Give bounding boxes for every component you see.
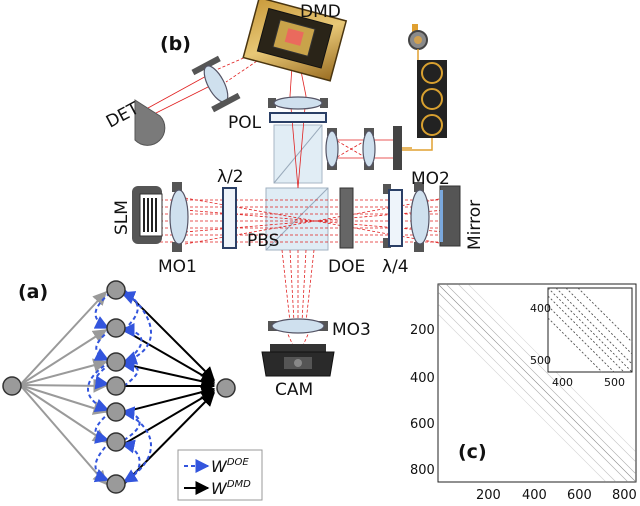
half-wave-label: λ/2 [217, 167, 244, 187]
beam-splitter-upper [273, 124, 323, 184]
laser-source [402, 24, 447, 151]
network-legend: WDOE WDMD [177, 449, 263, 501]
panel-b-label: (b) [160, 33, 191, 55]
dmd-device [242, 0, 348, 82]
x-tick-200: 200 [476, 488, 501, 503]
doe-recurrent-arrows [87, 289, 152, 483]
pol-lens [268, 96, 328, 123]
panel-a-label: (a) [18, 281, 48, 303]
mo2-label: MO2 [411, 169, 450, 189]
mirror-label: Mirror [465, 200, 485, 250]
mirror [439, 185, 461, 247]
quarter-wave-label: λ/4 [382, 257, 409, 277]
svg-text:WDOE: WDOE [211, 457, 249, 476]
det-detector [134, 99, 166, 146]
mo2-lens [410, 182, 430, 252]
mo1-lens [169, 182, 189, 252]
x-tick-800: 800 [612, 488, 637, 503]
dmd-label: DMD [300, 2, 341, 22]
slm-label: SLM [112, 200, 132, 235]
half-wave-plate [222, 187, 237, 249]
pol-label: POL [228, 113, 262, 133]
x-tick-600: 600 [567, 488, 592, 503]
slm-device [132, 186, 163, 244]
quarter-wave-plate [383, 184, 403, 248]
pbs-cube [265, 187, 329, 251]
y-tick-400: 400 [410, 371, 435, 386]
cam-label: CAM [275, 380, 313, 400]
legend-doe-base: W [211, 457, 228, 476]
matrix-x-ticks: 200 400 600 800 [476, 488, 637, 503]
pbs-label: PBS [247, 231, 279, 251]
y-tick-600: 600 [410, 417, 435, 432]
x-tick-400: 400 [522, 488, 547, 503]
y-tick-800: 800 [410, 463, 435, 478]
matrix-diagonals [437, 283, 637, 483]
legend-dmd-sup: DMD [227, 479, 251, 490]
inset-x-tick-500: 500 [604, 376, 625, 389]
inset-y-tick-400: 400 [530, 302, 551, 315]
doe-element [339, 187, 354, 249]
svg-text:WDMD: WDMD [211, 479, 251, 498]
optical-setup: DMD DET POL [103, 0, 485, 400]
matrix-y-ticks: 200 400 600 800 [410, 323, 435, 478]
output-arrows [123, 289, 216, 485]
doe-label: DOE [328, 257, 365, 277]
network-diagram: (a) [2, 280, 263, 501]
inset-y-tick-500: 500 [530, 354, 551, 367]
panel-c-label: (c) [458, 441, 487, 463]
input-lenses [325, 126, 402, 170]
matrix-inset: 400 500 400 500 [530, 287, 633, 389]
network-nodes [2, 280, 236, 494]
input-arrows [19, 290, 108, 486]
y-tick-200: 200 [410, 323, 435, 338]
mo3-label: MO3 [332, 320, 371, 340]
mo3-lens [268, 318, 328, 334]
det-lens [191, 55, 241, 113]
coupling-matrix: 400 500 400 500 200 400 600 800 200 400 … [410, 283, 637, 503]
inset-x-tick-400: 400 [552, 376, 573, 389]
legend-dmd-base: W [211, 479, 228, 498]
camera [261, 344, 335, 377]
legend-doe-sup: DOE [227, 457, 250, 468]
mo1-label: MO1 [158, 257, 197, 277]
